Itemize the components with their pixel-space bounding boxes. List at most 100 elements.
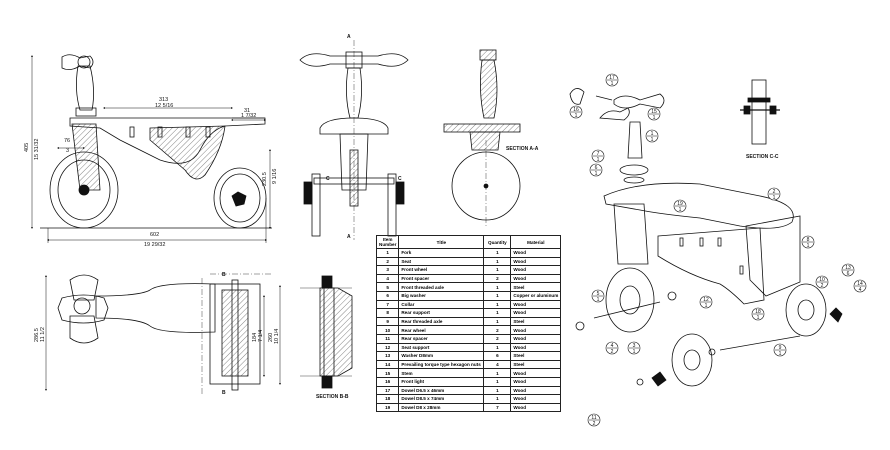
front-section-c-left: C <box>326 176 330 182</box>
side-seat-length: 313 <box>159 97 168 103</box>
bom-title: Rear threaded axle <box>398 316 485 327</box>
balloon-item-number: 16 <box>573 107 579 113</box>
bom-quantity: 1 <box>483 299 512 310</box>
balloon-item-number: 15 <box>651 109 657 115</box>
bom-title: Collar <box>398 299 485 310</box>
bom-title: Dowel D8 x 28mm <box>398 402 485 413</box>
front-view <box>299 40 409 240</box>
balloon-quantity: 1 <box>807 243 810 249</box>
bom-material: Steel <box>510 351 562 361</box>
bom-item-number: 6 <box>375 290 400 301</box>
balloon-item-number: 2 <box>773 189 776 195</box>
top-section-b-bottom: B <box>222 390 226 396</box>
bom-title: Rear wheel <box>398 325 485 335</box>
bom-material: Wood <box>510 308 562 318</box>
bom-material: Steel <box>510 359 562 370</box>
bom-quantity: 4 <box>483 359 512 370</box>
balloon-quantity: 1 <box>679 207 682 213</box>
top-view-dimensions <box>45 275 281 391</box>
balloon-item-number: 14 <box>857 281 863 287</box>
bom-header-title: Title <box>398 235 485 249</box>
section-aa-label: SECTION A-A <box>506 146 539 152</box>
front-section-a-bottom: A <box>347 234 351 240</box>
balloon-item-number: 3 <box>633 343 636 349</box>
bom-quantity: 7 <box>483 402 512 413</box>
top-axle-len: 184 <box>252 333 258 342</box>
bom-quantity: 1 <box>483 376 512 387</box>
bom-quantity: 1 <box>483 256 512 267</box>
top-width-in: 11 1/2 <box>40 327 46 342</box>
top-axle-total: 260 <box>268 333 274 342</box>
balloon-item-number: 18 <box>755 309 761 315</box>
side-height: 405 <box>24 143 30 152</box>
bom-quantity: 1 <box>483 282 512 292</box>
part-balloon-6: 61 <box>589 163 603 177</box>
balloon-quantity: 2 <box>593 421 596 427</box>
balloon-item-number: 7 <box>597 151 600 157</box>
bom-title: Prevailing torque type hexagon nuts <box>398 359 485 370</box>
bom-material: Wood <box>510 394 562 404</box>
balloon-quantity: 1 <box>597 157 600 163</box>
part-balloon-7: 71 <box>591 149 605 163</box>
part-balloon-1: 11 <box>645 129 659 143</box>
bom-item-number: 10 <box>375 325 400 335</box>
bom-title: Front threaded axle <box>398 282 485 292</box>
top-view <box>57 273 272 394</box>
bom-quantity: 1 <box>483 385 512 396</box>
bom-item-number: 15 <box>375 368 400 378</box>
top-axle-len-in: 7 1/4 <box>258 330 264 342</box>
bom-item-number: 9 <box>375 316 400 327</box>
bom-title: Washer D8mm <box>398 351 485 361</box>
top-axle-total-in: 10 1/4 <box>274 329 280 344</box>
balloon-item-number: 8 <box>807 237 810 243</box>
bom-title: Rear spacer <box>398 333 485 344</box>
part-balloon-8: 81 <box>801 235 815 249</box>
front-section-c-right: C <box>398 176 402 182</box>
bom-title: Front light <box>398 376 485 387</box>
bom-item-number: 14 <box>375 359 400 370</box>
side-seat-length-in: 12 5/16 <box>155 103 173 109</box>
bom-material: Wood <box>510 265 562 275</box>
bom-quantity: 1 <box>483 316 512 327</box>
side-axle-offset-in: 3 <box>66 148 69 154</box>
balloon-item-number: 10 <box>819 277 825 283</box>
part-balloon-15: 151 <box>647 107 661 121</box>
bom-material: Wood <box>510 273 562 284</box>
balloon-quantity: 6 <box>847 271 850 277</box>
side-overall-length-in: 19 29/32 <box>144 242 165 248</box>
balloon-quantity: 1 <box>611 81 614 87</box>
bom-quantity: 6 <box>483 351 512 361</box>
bom-material: Wood <box>510 342 562 353</box>
bom-title: Seat support <box>398 342 485 353</box>
balloon-item-number: 13 <box>845 265 851 271</box>
part-balloon-9: 91 <box>773 343 787 357</box>
bom-quantity: 1 <box>483 342 512 353</box>
bom-item-number: 13 <box>375 351 400 361</box>
balloon-item-number: 12 <box>703 297 709 303</box>
balloon-quantity: 1 <box>773 195 776 201</box>
bom-material: Wood <box>510 385 562 396</box>
part-balloon-10: 102 <box>815 275 829 289</box>
bom-quantity: 2 <box>483 273 512 284</box>
bom-material: Wood <box>510 333 562 344</box>
side-view <box>40 54 272 229</box>
bom-title: Seat <box>398 256 485 267</box>
bom-material: Wood <box>510 376 562 387</box>
part-balloon-4: 42 <box>605 341 619 355</box>
bom-quantity: 1 <box>483 394 512 404</box>
bom-material: Steel <box>510 316 562 327</box>
bom-material: Wood <box>510 299 562 310</box>
bom-material: Steel <box>510 282 562 292</box>
bom-material: Wood <box>510 256 562 267</box>
exploded-view <box>569 88 843 387</box>
